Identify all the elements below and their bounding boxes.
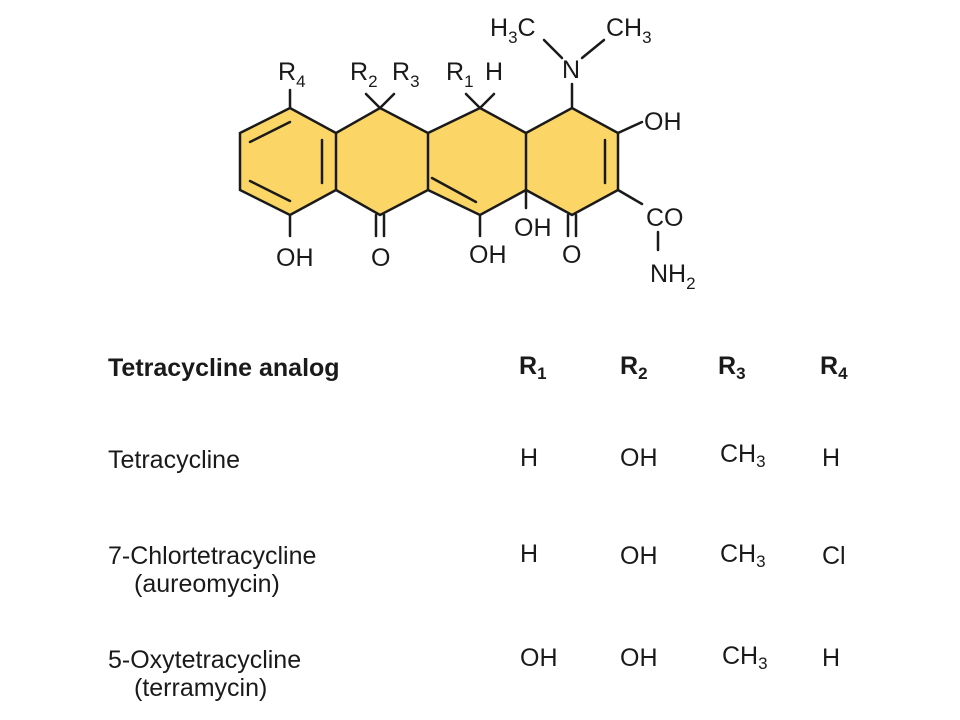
header-r1: R1	[519, 352, 547, 383]
r3-label: R3	[392, 58, 420, 91]
row-2-name: 7-Chlortetracycline (aureomycin)	[108, 542, 317, 598]
row-1-r3: CH3	[720, 440, 766, 471]
row-2-r2: OH	[620, 542, 658, 570]
h3c-label: H3C	[490, 14, 536, 47]
tetracycline-structure: R4 R2 R3 R1 H H3C CH3 N OH CO NH2 OH O O…	[238, 14, 696, 293]
header-r4: R4	[820, 352, 848, 383]
row-3-r4: H	[822, 644, 841, 672]
bonds	[238, 38, 660, 252]
row-2-r4: Cl	[822, 542, 846, 570]
co-label: CO	[646, 204, 684, 232]
row-1-r2: OH	[620, 444, 658, 472]
oh-mid-label: OH	[469, 241, 507, 269]
row-1-r1: H	[520, 444, 539, 472]
header-analog: Tetracycline analog	[108, 354, 340, 382]
h-top-label: H	[485, 58, 503, 86]
row-3-alias: (terramycin)	[134, 674, 268, 702]
n-label: N	[562, 56, 580, 84]
r4-label: R4	[278, 58, 306, 91]
ch3-label: CH3	[606, 14, 652, 47]
oh-bottom-left-label: OH	[276, 244, 314, 272]
row-3-r3: CH3	[722, 642, 768, 673]
row-2-r3: CH3	[720, 540, 766, 571]
nh2-label: NH2	[650, 260, 696, 293]
row-2-r1: H	[520, 540, 539, 568]
row-1-name: Tetracycline	[108, 446, 240, 474]
row-3-r2: OH	[620, 644, 658, 672]
row-2-alias: (aureomycin)	[134, 570, 280, 598]
o-right-label: O	[562, 241, 581, 269]
header-r2: R2	[620, 352, 648, 383]
r1-label: R1	[446, 58, 474, 91]
row-3-r1: OH	[520, 644, 558, 672]
oh-right-label: OH	[644, 108, 682, 136]
header-r3: R3	[718, 352, 746, 383]
oh-junction-label: OH	[514, 214, 552, 242]
o-left-label: O	[371, 244, 390, 272]
row-3-name: 5-Oxytetracycline (terramycin)	[108, 646, 302, 702]
r2-label: R2	[350, 58, 378, 91]
row-1-r4: H	[822, 444, 841, 472]
